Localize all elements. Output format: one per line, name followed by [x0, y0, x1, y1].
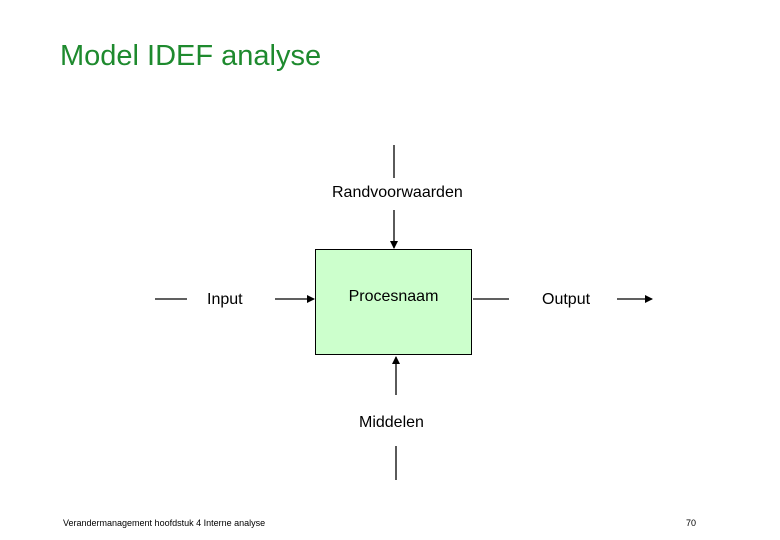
mechanism-label: Middelen	[359, 414, 424, 431]
process-box: Procesnaam	[315, 249, 472, 355]
output-label: Output	[542, 291, 591, 308]
slide-title: Model IDEF analyse	[60, 40, 322, 72]
process-label: Procesnaam	[348, 288, 439, 305]
page-number: 70	[685, 518, 696, 528]
footer-text: Verandermanagement hoofdstuk 4 Interne a…	[63, 518, 266, 528]
input-label: Input	[207, 291, 243, 308]
control-label: Randvoorwaarden	[332, 184, 463, 201]
